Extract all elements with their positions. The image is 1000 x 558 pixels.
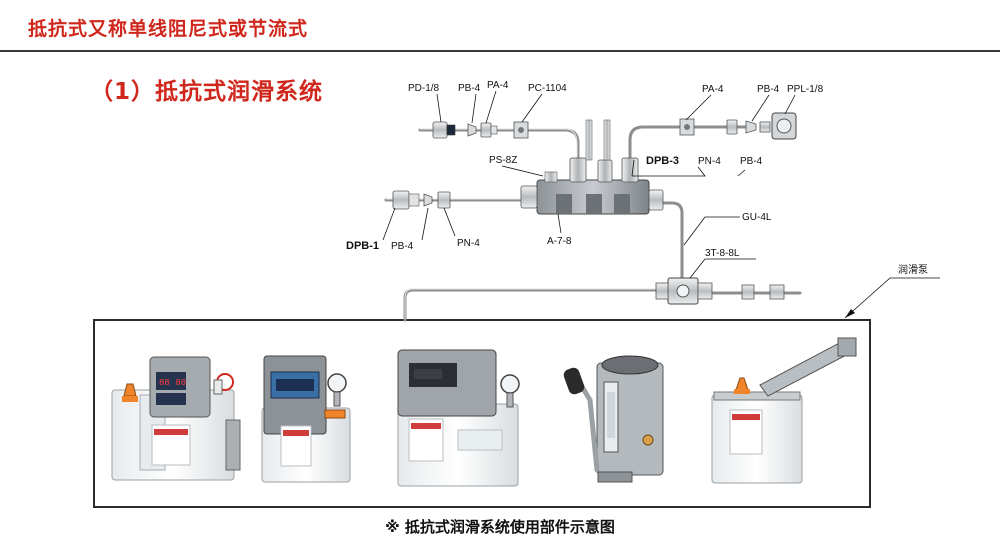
distributor-manifold [520, 171, 664, 215]
tee-3t-8-8l [655, 277, 785, 305]
label-pb-4-left: PB-4 [391, 241, 414, 252]
pb-4-sleeve-top [467, 123, 477, 137]
label-pb-4-top: PB-4 [458, 83, 481, 94]
leader-lines [382, 90, 940, 319]
dpb-1-fitting [392, 190, 420, 210]
pipe-to-tee [648, 201, 684, 280]
label-ppl-1-8: PPL-1/8 [787, 84, 824, 95]
pump-pointer-arrowhead [845, 309, 855, 318]
label-pn-4-mid: PN-4 [698, 156, 721, 167]
pump-2-electric [261, 355, 351, 483]
distributor-outlets [569, 119, 639, 183]
pipe-top-right [628, 125, 747, 160]
label-pump: 润滑泵 [898, 263, 928, 276]
label-pb-4-right: PB-4 [757, 84, 780, 95]
pb-4-sleeve-right [745, 120, 757, 134]
label-ps-8z: PS-8Z [489, 155, 517, 166]
pipes [384, 125, 802, 322]
pc-1104-clamp [513, 121, 529, 139]
svg-text:88 88: 88 88 [159, 378, 186, 388]
pump-1-electric: 88 88 [111, 356, 241, 481]
header-title: 抵抗式又称单线阻尼式或节流式 [28, 18, 309, 40]
footer-note: ※ 抵抗式润滑系统使用部件示意图 [385, 518, 615, 536]
label-pa-4-top: PA-4 [487, 80, 509, 91]
label-pd-1-8: PD-1/8 [408, 83, 440, 94]
label-3t-8-8l: 3T-8-8L [705, 248, 740, 259]
label-dpb-3: DPB-3 [646, 155, 679, 167]
label-gu-4l: GU-4L [742, 212, 772, 223]
label-dpb-1: DPB-1 [346, 240, 379, 252]
pump-5-manual-lever [711, 337, 857, 484]
pb-4-sleeve-left [423, 193, 433, 207]
label-pb-4-mid: PB-4 [740, 156, 763, 167]
label-a-7-8: A-7-8 [547, 236, 572, 247]
pump-4-manual-lever [563, 355, 664, 483]
pa-4-nut-top [480, 122, 498, 138]
ppl-1-8-elbow [759, 112, 797, 140]
pd-1-8-fitting [432, 121, 456, 139]
pipe-to-pump [403, 288, 667, 322]
clamp-top-right [679, 118, 695, 136]
label-pn-4-left: PN-4 [457, 238, 480, 249]
pn-4-nut-left [437, 191, 451, 209]
label-pc-1104: PC-1104 [528, 83, 567, 94]
pump-3-electric [397, 349, 520, 487]
label-pa-4-right: PA-4 [702, 84, 724, 95]
pa-4-nut-right [726, 119, 738, 135]
section-title: （1）抵抗式润滑系统 [90, 79, 324, 105]
header-divider [0, 50, 1000, 52]
